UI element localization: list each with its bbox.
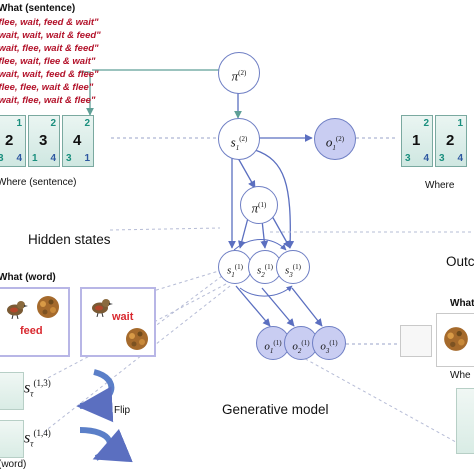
node-o31: o3(1)	[312, 326, 346, 360]
sentence-item: "wait, wait, feed & flee"	[0, 69, 99, 80]
hidden-states-label: Hidden states	[28, 232, 111, 247]
generative-model-label: Generative model	[222, 402, 329, 417]
s21-to-o21-arrow	[261, 287, 295, 327]
flip-state-label: sτ(1,3)	[24, 378, 51, 399]
output-cell-bottom	[456, 388, 474, 454]
cell-sub-number: 3	[439, 153, 445, 164]
s31-to-o31-arrow	[291, 287, 323, 327]
cell-sub-number: 4	[16, 153, 22, 164]
sentence-header: What (sentence)	[0, 3, 76, 14]
cell-main-number: 2	[446, 132, 455, 149]
cell-main-number: 4	[73, 132, 82, 149]
what-word-label: What (word)	[0, 272, 56, 283]
cell-main-number: 1	[412, 132, 421, 149]
word-bottom-label: (word)	[0, 459, 27, 470]
flip-arrow-bottom	[79, 427, 133, 463]
seed-pile-icon	[444, 327, 468, 351]
flip-state-box-top	[0, 372, 24, 410]
cell-corner-number: 2	[423, 118, 429, 129]
word-feed-frame: feed	[0, 287, 70, 357]
cell-sub-number: 4	[50, 153, 56, 164]
hidden-divider-dashed	[109, 227, 221, 231]
node-s12: s1(2)	[218, 118, 260, 160]
cell-sub-number: 4	[457, 153, 463, 164]
cell-sub-number: 3	[66, 153, 72, 164]
node-pi1: π(1)	[240, 186, 278, 224]
where-output-label: Where	[425, 180, 455, 191]
sentence-item: "flee, wait, feed & wait"	[0, 17, 99, 28]
cell-sub-number: 3	[0, 153, 4, 164]
what-output-label: What	[450, 298, 474, 309]
s12-to-pi1-arrow	[237, 157, 256, 189]
sentence-item: "wait, flee, wait & feed"	[0, 43, 99, 54]
output-word-box	[436, 313, 474, 367]
pi1-to-s21-arrow	[260, 219, 269, 249]
node-s31: s3(1)	[276, 250, 310, 284]
seed-pile-icon	[126, 328, 148, 350]
s12-loop-arrow	[254, 149, 295, 249]
cell-corner-number: 1	[16, 118, 22, 129]
word-wait-text: wait	[112, 311, 134, 323]
output-blank-box	[400, 325, 432, 357]
cell-sub-number: 4	[423, 153, 429, 164]
sentence-item: "wait, flee, wait & flee"	[0, 95, 96, 106]
where-bottom-label: Whe	[450, 370, 471, 381]
s11-to-o11-arrow	[235, 285, 271, 327]
bird-icon	[7, 301, 28, 319]
cell-main-number: 2	[5, 132, 14, 149]
bird-icon	[92, 299, 113, 317]
flip-arrow-top	[76, 369, 115, 423]
node-s11: s1(1)	[218, 250, 252, 284]
pi1-to-s31-arrow	[271, 215, 291, 249]
s-chain-curve-bottom	[239, 285, 293, 297]
s-chain-curve-top	[233, 239, 287, 251]
seed-pile-icon	[37, 296, 59, 318]
outcomes-label: Outc	[446, 254, 474, 269]
sentence-item: "flee, wait, flee & wait"	[0, 56, 96, 67]
pi1-to-s11-arrow	[238, 217, 249, 249]
s11-to-flip-dashed-b	[43, 285, 231, 433]
s11-to-words-dashed-b	[149, 275, 223, 331]
word-wait-frame: wait	[80, 287, 156, 357]
sentence-item: "flee, flee, wait & flee"	[0, 82, 94, 93]
flip-state-label: sτ(1,4)	[24, 428, 51, 449]
node-pi2: π(2)	[218, 52, 260, 94]
sentence-selection-arrow	[80, 71, 94, 116]
cell-main-number: 3	[39, 132, 48, 149]
flip-label: Flip	[114, 405, 131, 416]
node-o12: o1(2)	[314, 118, 356, 160]
cell-corner-number: 2	[84, 118, 90, 129]
cell-sub-number: 1	[32, 153, 38, 164]
flip-state-box-bottom	[0, 420, 24, 458]
cell-sub-number: 1	[84, 153, 90, 164]
node-o11: o1(1)	[256, 326, 290, 360]
where-sentence-label: Where (sentence)	[0, 177, 77, 188]
s11-to-words-dashed-a	[149, 269, 223, 293]
cell-sub-number: 3	[405, 153, 411, 164]
cell-corner-number: 1	[457, 118, 463, 129]
word-feed-text: feed	[20, 325, 43, 337]
cell-corner-number: 2	[50, 118, 56, 129]
sentence-item: "wait, wait, wait & feed"	[0, 30, 101, 41]
